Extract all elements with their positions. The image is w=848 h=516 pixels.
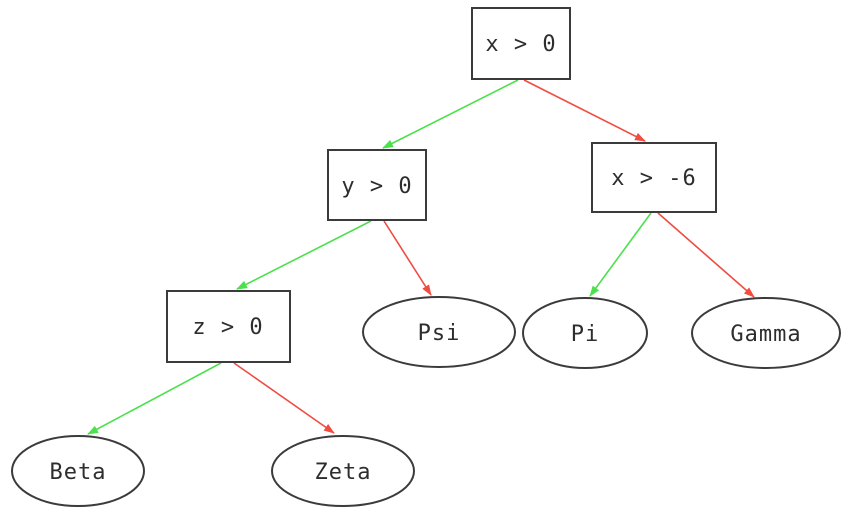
- edge-y-gt-0-to-psi-false: [383, 220, 432, 296]
- node-y-gt-0-label: y > 0: [341, 174, 412, 199]
- node-root-box: [471, 7, 571, 80]
- node-z-gt-0-label: z > 0: [192, 315, 263, 340]
- node-root-label: x > 0: [485, 32, 556, 57]
- node-leaf-pi: Pi: [522, 297, 648, 369]
- node-gamma-label: Gamma: [730, 322, 801, 347]
- edge-z-gt-0-to-zeta-false: [233, 362, 335, 434]
- edge-z-gt-0-to-beta-true: [87, 362, 222, 435]
- edge-root-to-x-gt-neg6-false: [523, 79, 646, 142]
- node-leaf-beta: Beta: [11, 435, 145, 507]
- node-pi-label: Pi: [571, 322, 600, 347]
- node-pi-ellipse: [522, 297, 648, 369]
- edge-root-to-y-gt-0-true: [382, 79, 519, 149]
- edge-x-gt-neg6-to-pi-true: [589, 212, 652, 297]
- node-psi-label: Psi: [418, 321, 461, 346]
- node-leaf-psi: Psi: [362, 296, 516, 368]
- node-x-gt-neg6-condition: x > -6: [591, 142, 717, 213]
- node-leaf-gamma: Gamma: [691, 297, 841, 369]
- node-gamma-ellipse: [691, 297, 841, 369]
- node-zeta-ellipse: [271, 435, 415, 507]
- edge-y-gt-0-to-z-gt-0-true: [236, 220, 372, 290]
- node-y-gt-0-box: [327, 149, 427, 221]
- node-y-gt-0-condition: y > 0: [327, 149, 427, 221]
- node-z-gt-0-condition: z > 0: [166, 290, 291, 363]
- node-x-gt-neg6-box: [591, 142, 717, 213]
- edge-x-gt-neg6-to-gamma-false: [657, 212, 755, 298]
- node-leaf-zeta: Zeta: [271, 435, 415, 507]
- node-x-gt-neg6-label: x > -6: [611, 166, 696, 191]
- node-beta-ellipse: [11, 435, 145, 507]
- node-z-gt-0-box: [166, 290, 291, 363]
- node-root-condition: x > 0: [471, 7, 571, 80]
- node-zeta-label: Zeta: [315, 460, 372, 485]
- node-beta-label: Beta: [50, 460, 107, 485]
- node-psi-ellipse: [362, 296, 516, 368]
